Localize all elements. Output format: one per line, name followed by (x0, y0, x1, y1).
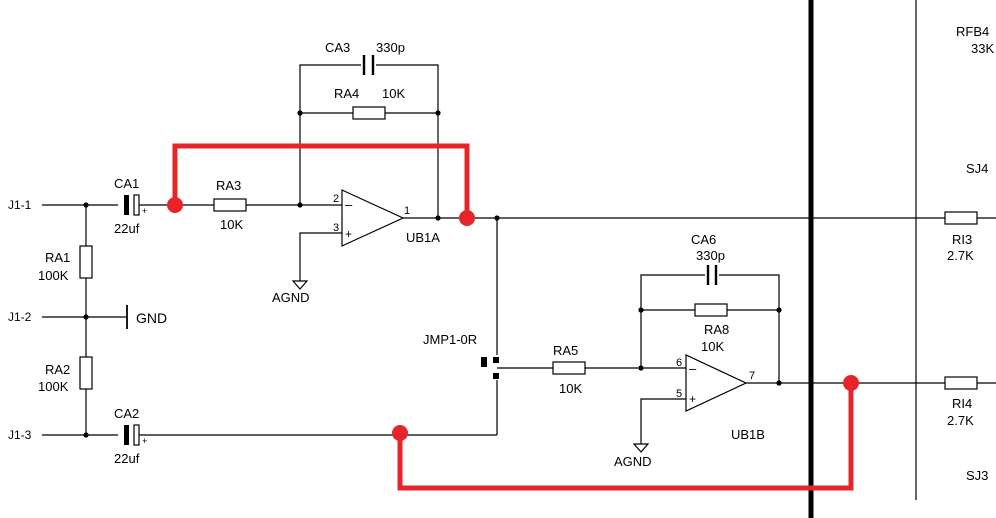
red-dot-ca2-wire (392, 425, 408, 441)
resistor-ra1: RA1 100K (38, 205, 93, 317)
ri4-name: RI4 (952, 396, 972, 411)
ra5-name: RA5 (553, 343, 578, 358)
connector-j1-2-label: J1-2 (8, 310, 32, 324)
connector-j1-1-label: J1-1 (8, 198, 32, 212)
ca3-name: CA3 (325, 40, 350, 55)
ub1a-pin-out: 1 (404, 205, 410, 217)
ub1b-pin-out: 7 (749, 370, 755, 382)
gnd-label: GND (136, 310, 167, 326)
ub1b-name: UB1B (731, 427, 765, 442)
feedback-ub1b (638, 274, 782, 383)
feedback-ub1a (297, 64, 441, 218)
ca6-name: CA6 (691, 232, 716, 247)
agnd-symbol-2: AGND (614, 398, 686, 469)
capacitor-ca6: CA6 330p (691, 232, 725, 285)
ca1-name: CA1 (114, 176, 139, 191)
red-path-lower (397, 383, 854, 491)
agnd-symbol-1: AGND (272, 232, 342, 305)
jumper-jmp1: JMP1-0R (423, 332, 553, 379)
ca1-plus: + (142, 206, 147, 216)
ub1a-pin-minus: 2 (333, 193, 339, 205)
gnd-symbol: GND (126, 305, 167, 329)
resistor-ri3: RI3 2.7K (944, 211, 996, 263)
ca2-value: 22uf (114, 451, 140, 466)
ra8-value: 10K (701, 339, 724, 354)
input-connectors: J1-1 J1-2 J1-3 (8, 198, 126, 442)
ra3-name: RA3 (216, 178, 241, 193)
red-path-upper (172, 143, 470, 218)
ub1a-pin-plus: 3 (333, 222, 339, 234)
capacitor-ca1: + CA1 22uf (114, 176, 175, 236)
resistor-ra5: RA5 10K (552, 343, 686, 396)
ra3-value: 10K (220, 217, 243, 232)
resistor-ra8: RA8 10K (694, 303, 729, 354)
ub1b-pin-plus: 5 (676, 388, 682, 400)
jumper-label: JMP1-0R (423, 332, 477, 347)
red-dot-ra3-input (167, 197, 183, 213)
ra5-value: 10K (559, 381, 582, 396)
ra1-value: 100K (38, 268, 69, 283)
resistor-ra2: RA2 100K (38, 317, 93, 435)
capacitor-ca3: CA3 330p (325, 40, 405, 75)
sj4-label: SJ4 (966, 161, 988, 176)
agnd2-label: AGND (614, 454, 652, 469)
ub1a-minus-sign: – (345, 197, 353, 212)
red-highlight-markup (167, 143, 859, 491)
ca3-value: 330p (376, 40, 405, 55)
opamp-ub1a: – + 2 3 1 UB1A (333, 189, 467, 247)
rfb4-name: RFB4 (956, 24, 989, 39)
ra2-value: 100K (38, 379, 69, 394)
ri3-name: RI3 (952, 232, 972, 247)
opamp-ub1b: – + 6 5 7 UB1B (676, 354, 945, 442)
ub1b-minus-sign: – (689, 361, 697, 376)
ub1a-name: UB1A (406, 230, 440, 245)
red-dot-ub1b-output (843, 375, 859, 391)
agnd1-label: AGND (272, 290, 310, 305)
ub1b-pin-minus: 6 (676, 357, 682, 369)
ub1b-plus-sign: + (689, 392, 696, 406)
capacitor-ca2: + CA2 22uf (114, 406, 497, 466)
ra1-name: RA1 (45, 250, 70, 265)
resistor-ri4: RI4 2.7K (944, 376, 996, 428)
connector-j1-3-label: J1-3 (8, 428, 32, 442)
ca2-plus: + (142, 436, 147, 446)
ra4-value: 10K (382, 86, 405, 101)
ra8-name: RA8 (704, 322, 729, 337)
ca1-value: 22uf (114, 221, 140, 236)
ri4-value: 2.7K (947, 413, 974, 428)
ub1a-plus-sign: + (345, 227, 352, 241)
ra2-name: RA2 (45, 362, 70, 377)
ri3-value: 2.7K (947, 248, 974, 263)
red-dot-ub1a-output (459, 210, 475, 226)
rfb4-value: 33K (971, 41, 994, 56)
sj3-label: SJ3 (966, 468, 988, 483)
resistor-ra3: RA3 10K (175, 178, 342, 232)
ra4-name: RA4 (334, 86, 359, 101)
ca2-name: CA2 (114, 406, 139, 421)
resistor-ra4: RA4 10K (334, 86, 405, 120)
ca6-value: 330p (696, 248, 725, 263)
